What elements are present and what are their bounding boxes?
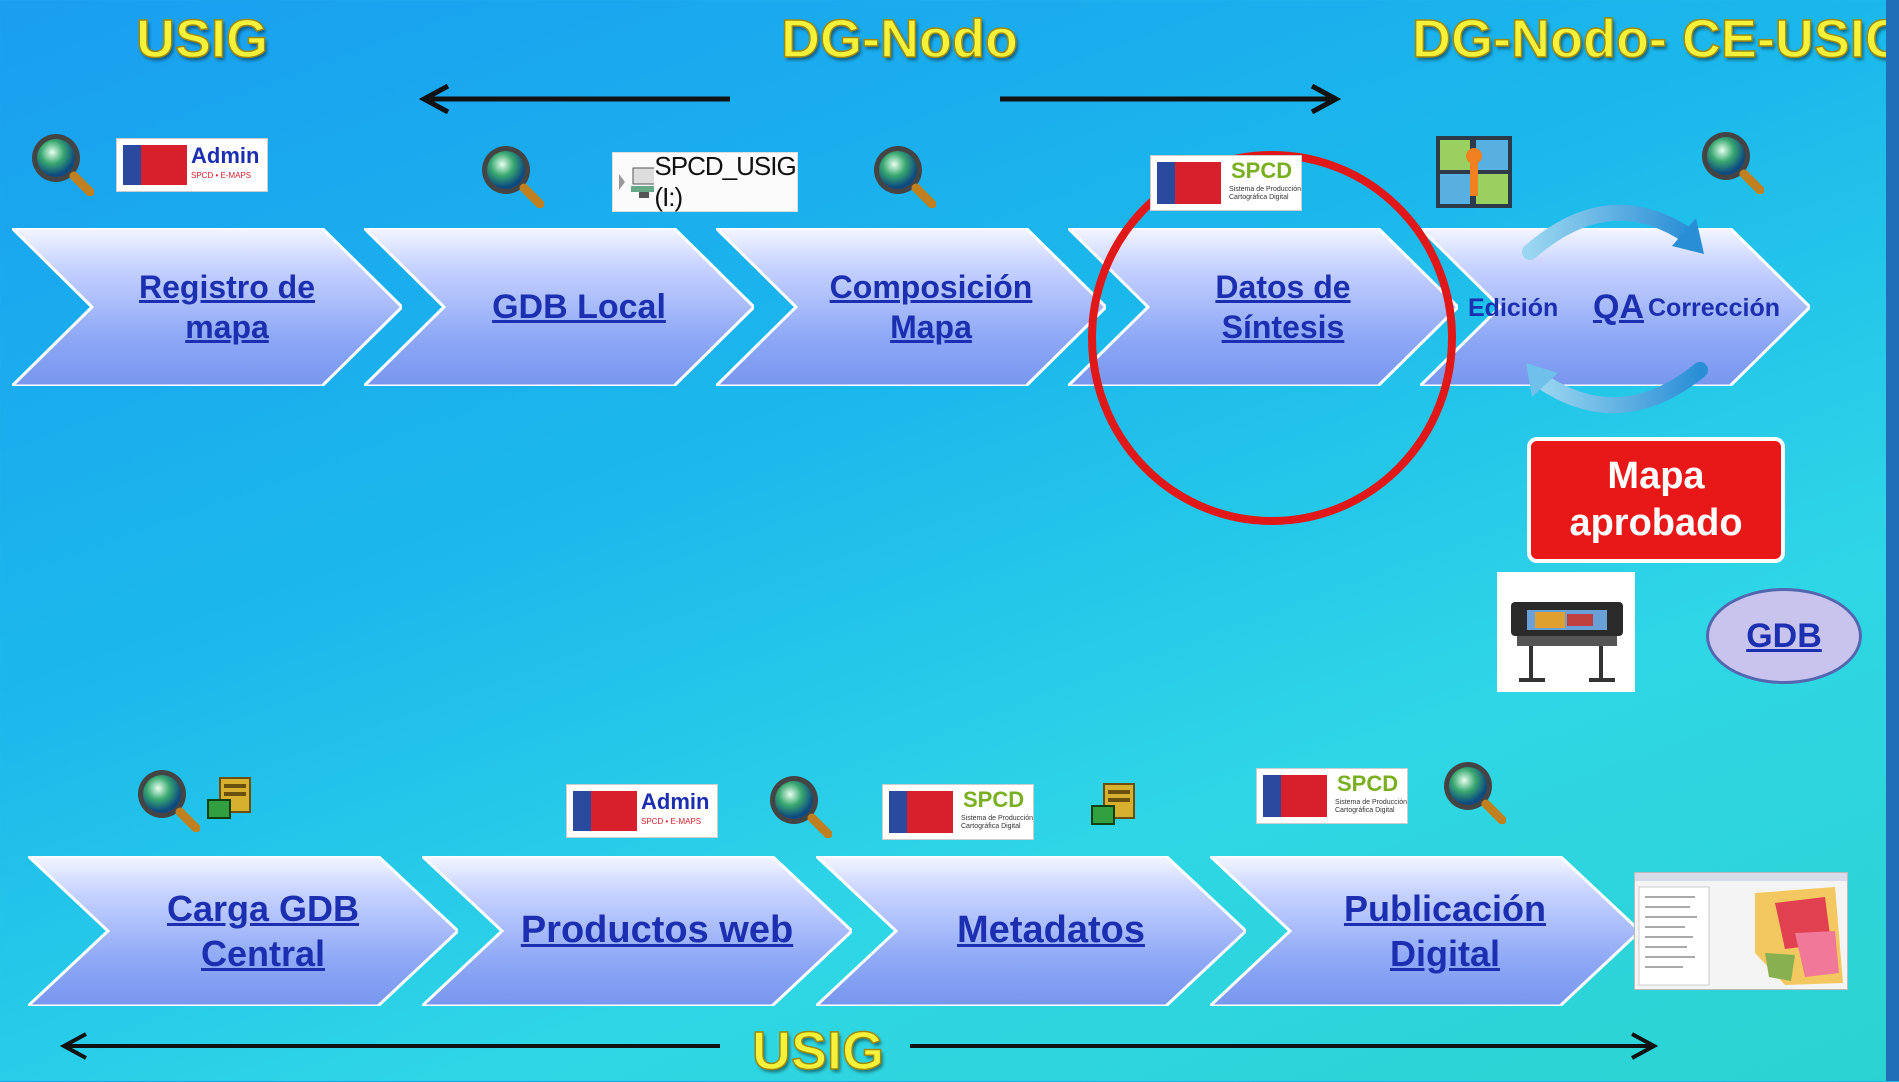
header-usig-bottom: USIG [751, 1020, 885, 1082]
magnifier-globe-icon [770, 776, 832, 838]
step-registro-de-mapa[interactable]: Registro de mapa [12, 228, 402, 386]
layers-map-icon [1436, 136, 1512, 208]
step-label: Metadatos [957, 909, 1145, 952]
step-gdb-local[interactable]: GDB Local [364, 228, 754, 386]
magnifier-globe-icon [1444, 762, 1506, 824]
admin-logo: Admin SPCD • E-MAPS [116, 138, 268, 192]
qa-edicion-label: Edición [1468, 294, 1559, 322]
map-screenshot-icon [1634, 872, 1848, 990]
spcd-word: SPCD [1231, 158, 1293, 183]
magnifier-globe-icon [32, 134, 94, 196]
admin-logo: Admin SPCD • E-MAPS [566, 784, 718, 838]
slide-edge [1886, 0, 1899, 1081]
cycle-arrow-top [1522, 204, 1704, 260]
step-datos-de-sintesis[interactable]: Datos de Síntesis [1068, 228, 1458, 386]
step-label: Productos web [520, 909, 794, 952]
drive-label: SPCD_USIG (I:) [654, 151, 796, 212]
server-icon [207, 777, 251, 819]
approved-line1: Mapa [1607, 454, 1705, 497]
spcd-sub1: Sistema de Producción [1229, 186, 1301, 193]
spcd-sub2: Cartográfica Digital [1335, 806, 1395, 814]
admin-word: Admin [191, 143, 260, 168]
magnifier-globe-icon [1702, 132, 1764, 194]
admin-sub: SPCD • E-MAPS [191, 171, 252, 180]
header-dg-nodo: DG-Nodo [780, 8, 1018, 70]
header-dg-nodo-ce-usig: DG-Nodo- CE-USIG [1411, 8, 1899, 70]
spcd-sub2: Cartográfica Digital [1229, 193, 1289, 201]
step-label: Carga GDB [166, 888, 360, 929]
step-label: Central [200, 933, 325, 974]
step-metadatos[interactable]: Metadatos [816, 856, 1246, 1006]
header-usig-left: USIG [135, 8, 269, 70]
admin-sub: SPCD • E-MAPS [641, 817, 702, 826]
step-label: GDB Local [492, 287, 666, 326]
gdb-oval[interactable]: GDB [1706, 588, 1862, 684]
step-label: mapa [185, 309, 269, 345]
qa-link[interactable]: QA [1593, 288, 1644, 326]
gdb-link[interactable]: GDB [1746, 616, 1822, 655]
step-label: Registro de [138, 269, 316, 305]
spcd-sub2: Cartográfica Digital [961, 822, 1021, 830]
spcd-sub1: Sistema de Producción [961, 815, 1033, 822]
spcd-sub1: Sistema de Producción [1335, 799, 1407, 806]
qa-correccion-label: Corrección [1648, 294, 1780, 322]
step-productos-web[interactable]: Productos web [422, 856, 852, 1006]
printer-icon [1497, 572, 1635, 692]
admin-word: Admin [641, 789, 710, 814]
magnifier-globe-icon [874, 146, 936, 208]
approved-line2: aprobado [1569, 502, 1743, 544]
step-label: Datos de [1215, 269, 1351, 305]
spcd-word: SPCD [963, 787, 1025, 812]
step-label: Digital [1389, 933, 1500, 974]
step-qa[interactable] [1420, 228, 1810, 386]
cycle-arrow-bottom [1526, 362, 1708, 414]
drive-icon: SPCD_USIG (I:) [612, 151, 798, 212]
magnifier-globe-icon [482, 146, 544, 208]
magnifier-globe-icon [138, 770, 200, 832]
step-label: Composición [829, 269, 1033, 305]
step-label: Mapa [890, 309, 972, 345]
bottom-double-arrow [59, 1032, 1659, 1060]
approved-map-box: Mapa aprobado [1527, 437, 1785, 563]
right-arrow-top [1000, 84, 1342, 114]
spcd-word: SPCD [1337, 771, 1399, 796]
left-arrow-top [418, 84, 730, 114]
step-label: Síntesis [1221, 309, 1345, 345]
server-icon [1091, 783, 1135, 825]
step-label: Publicación [1343, 888, 1547, 929]
